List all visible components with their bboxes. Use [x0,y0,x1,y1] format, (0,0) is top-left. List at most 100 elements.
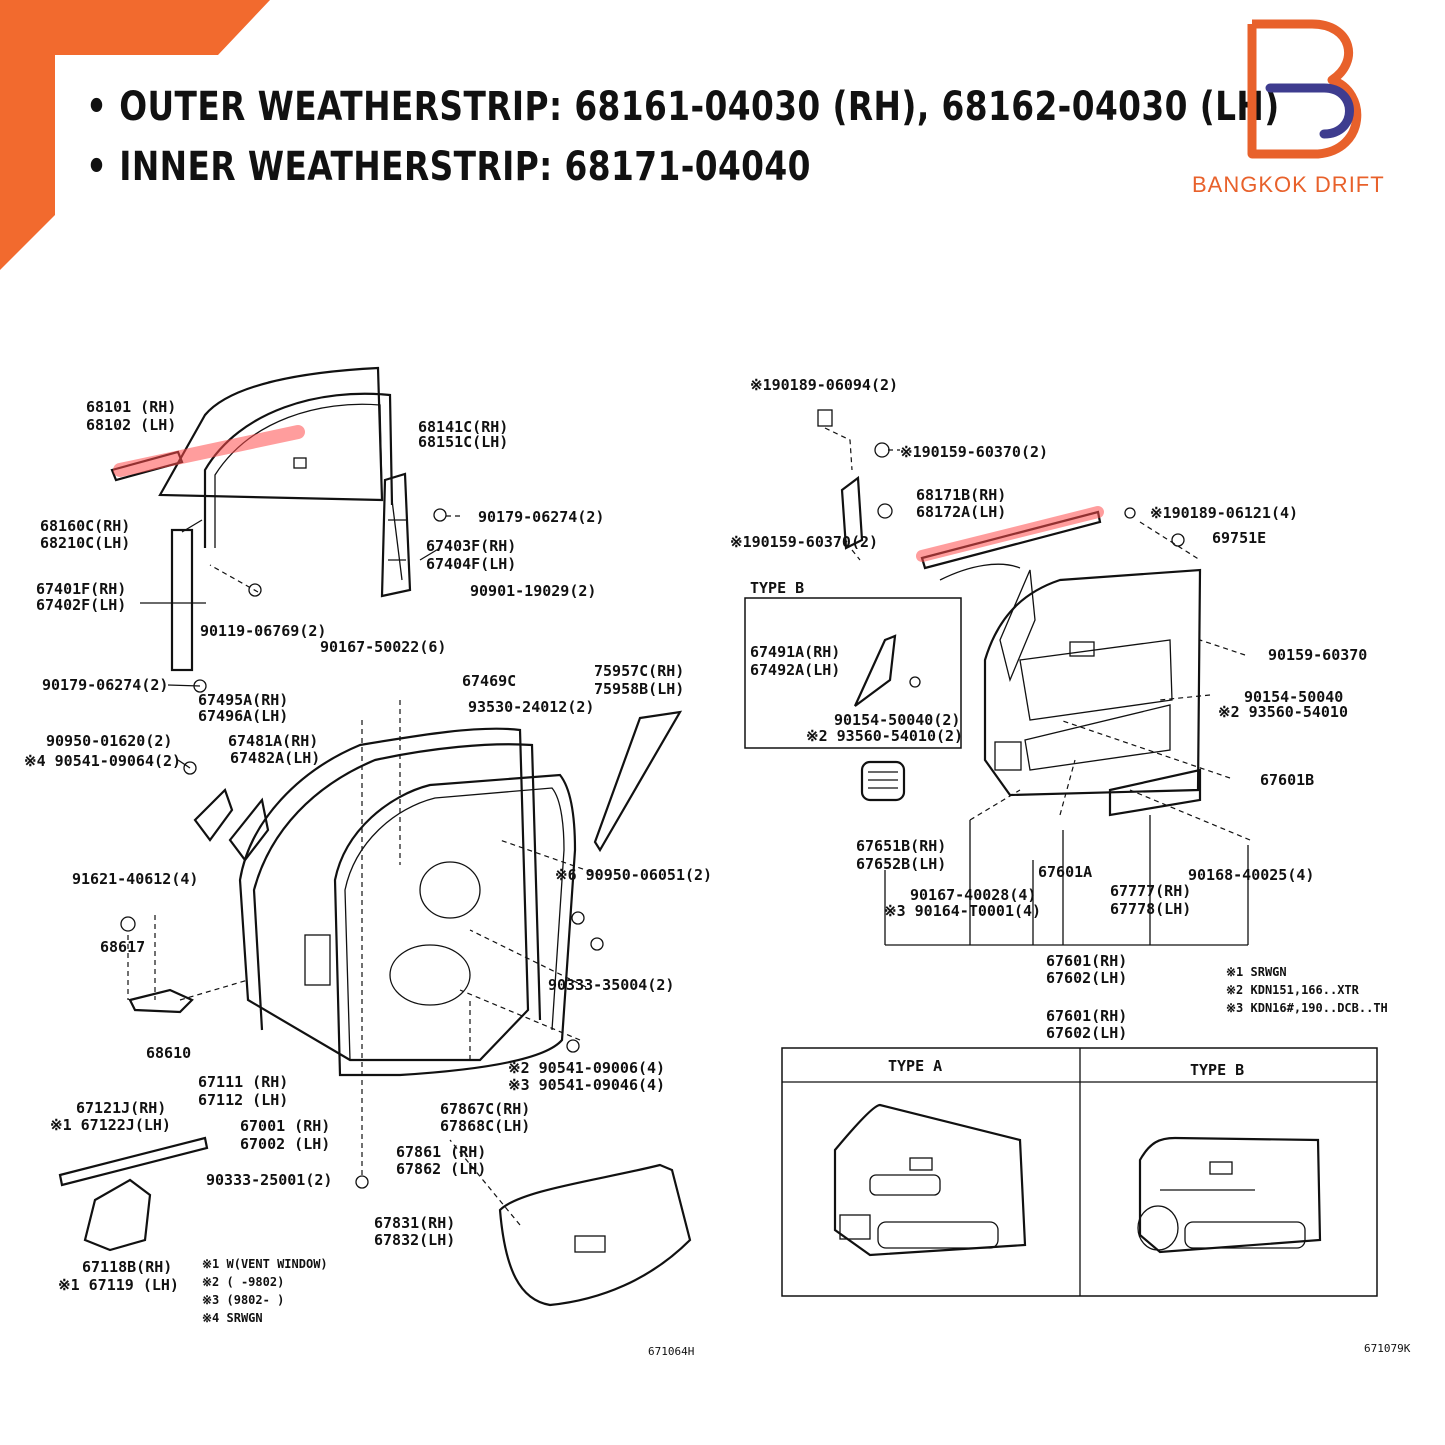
svg-text:67601B: 67601B [1260,771,1314,789]
rear-channel-part [170,528,194,672]
part-label: 67401F(RH) [36,580,126,598]
svg-text:90333-35004(2): 90333-35004(2) [548,976,674,994]
part-label: 90159-60370 [1268,646,1367,664]
svg-text:68172A(LH): 68172A(LH) [916,503,1006,521]
svg-text:90167-40028(4): 90167-40028(4) [910,886,1036,904]
svg-text:※3 KDN16#,190..DCB..TH: ※3 KDN16#,190..DCB..TH [1226,1001,1388,1015]
svg-text:68617: 68617 [100,938,145,956]
bracket-part [840,475,864,550]
part-label: ※1 67119 (LH) [58,1276,179,1294]
speaker-grille-part [860,760,906,802]
svg-text:67601A: 67601A [1038,863,1092,881]
part-label: 67481A(RH) [228,732,318,750]
svg-text:90179-06274(2): 90179-06274(2) [42,676,168,694]
part-label: 90119-06769(2) [200,622,326,640]
part-label: 67831(RH) [374,1214,455,1232]
type-b-panel-sketch [1138,1136,1322,1254]
svg-text:68141C(RH): 68141C(RH) [418,418,508,436]
note-text: ※1 SRWGN [1226,965,1287,979]
svg-text:67481A(RH): 67481A(RH) [228,732,318,750]
svg-text:※2 KDN151,166..XTR: ※2 KDN151,166..XTR [1226,983,1360,997]
svg-text:67403F(RH): 67403F(RH) [426,537,516,555]
svg-text:※3 90541-09046(4): ※3 90541-09046(4) [508,1076,665,1094]
svg-text:67862 (LH): 67862 (LH) [396,1160,486,1178]
note-text: ※2 ( -9802) [202,1275,284,1289]
svg-text:TYPE A: TYPE A [888,1057,942,1075]
svg-text:67832(LH): 67832(LH) [374,1231,455,1249]
svg-text:67118B(RH): 67118B(RH) [82,1258,172,1276]
outer-weatherstrip-highlight [113,425,305,477]
svg-text:69751E: 69751E [1212,529,1266,547]
type-b-inset-box [744,597,962,749]
part-label: 67652B(LH) [856,855,946,873]
part-label: 90333-25001(2) [206,1171,332,1189]
part-label: 90154-50040(2) [834,711,960,729]
part-label: 90950-01620(2) [46,732,172,750]
svg-text:68171B(RH): 68171B(RH) [916,486,1006,504]
svg-text:67652B(LH): 67652B(LH) [856,855,946,873]
svg-text:67469C: 67469C [462,672,516,690]
svg-text:※4 SRWGN: ※4 SRWGN [202,1311,263,1325]
svg-text:67401F(RH): 67401F(RH) [36,580,126,598]
svg-text:※190189-06121(4): ※190189-06121(4) [1150,504,1298,522]
svg-text:67651B(RH): 67651B(RH) [856,837,946,855]
svg-text:※4 90541-09064(2): ※4 90541-09064(2) [24,752,181,770]
part-label: 67118B(RH) [82,1258,172,1276]
garnish-part [83,1178,152,1252]
part-label: ※190159-60370(2) [900,443,1048,461]
part-label: 67867C(RH) [440,1100,530,1118]
part-label: ※190159-60370(2) [730,533,878,551]
svg-text:671064H: 671064H [648,1345,694,1358]
svg-text:67868C(LH): 67868C(LH) [440,1117,530,1135]
part-label: 69751E [1212,529,1266,547]
part-label: 90154-50040 [1244,688,1343,706]
note-text: ※3 KDN16#,190..DCB..TH [1226,1001,1388,1015]
svg-text:67496A(LH): 67496A(LH) [198,707,288,725]
part-label: ※190189-06094(2) [750,376,898,394]
part-label: 91621-40612(4) [72,870,198,888]
part-label: 67602(LH) [1046,969,1127,987]
svg-text:68102 (LH): 68102 (LH) [86,416,176,434]
part-label: 67601A [1038,863,1092,881]
svg-text:90168-40025(4): 90168-40025(4) [1188,866,1314,884]
part-label: 67495A(RH) [198,691,288,709]
svg-text:90167-50022(6): 90167-50022(6) [320,638,446,656]
part-label: 68160C(RH) [40,517,130,535]
part-label: 90901-19029(2) [470,582,596,600]
svg-text:90159-60370: 90159-60370 [1268,646,1367,664]
svg-text:※190159-60370(2): ※190159-60370(2) [730,533,878,551]
part-label: ※4 90541-09064(2) [24,752,181,770]
svg-text:90950-01620(2): 90950-01620(2) [46,732,172,750]
part-label: 67403F(RH) [426,537,516,555]
svg-text:TYPE B: TYPE B [750,579,804,597]
part-label: 90179-06274(2) [42,676,168,694]
door-shell-part [238,727,530,1062]
part-label: 67862 (LH) [396,1160,486,1178]
inside-handle-part [228,797,270,862]
svg-text:67602(LH): 67602(LH) [1046,969,1127,987]
svg-text:67482A(LH): 67482A(LH) [230,749,320,767]
armrest-part [1108,768,1202,817]
note-text: ※2 KDN151,166..XTR [1226,983,1360,997]
svg-text:67601(RH): 67601(RH) [1046,952,1127,970]
part-label: 67404F(LH) [426,555,516,573]
door-glass-part [158,366,384,502]
svg-text:67777(RH): 67777(RH) [1110,882,1191,900]
svg-text:90901-19029(2): 90901-19029(2) [470,582,596,600]
type-b-header: TYPE B [1190,1061,1244,1079]
svg-text:67002 (LH): 67002 (LH) [240,1135,330,1153]
svg-text:67111 (RH): 67111 (RH) [198,1073,288,1091]
service-hole-cover-part [498,1163,692,1307]
part-label: 67482A(LH) [230,749,320,767]
belt-moulding-part [58,1136,209,1187]
part-label: ※190189-06121(4) [1150,504,1298,522]
pillar-garnish-part [593,710,683,853]
part-label: ※1 67122J(LH) [50,1116,171,1134]
svg-text:※1 67119 (LH): ※1 67119 (LH) [58,1276,179,1294]
part-label: 90168-40025(4) [1188,866,1314,884]
part-label: 67492A(LH) [750,661,840,679]
mirror-cover-part [853,634,897,707]
part-label: 67491A(RH) [750,643,840,661]
part-label: 67111 (RH) [198,1073,288,1091]
